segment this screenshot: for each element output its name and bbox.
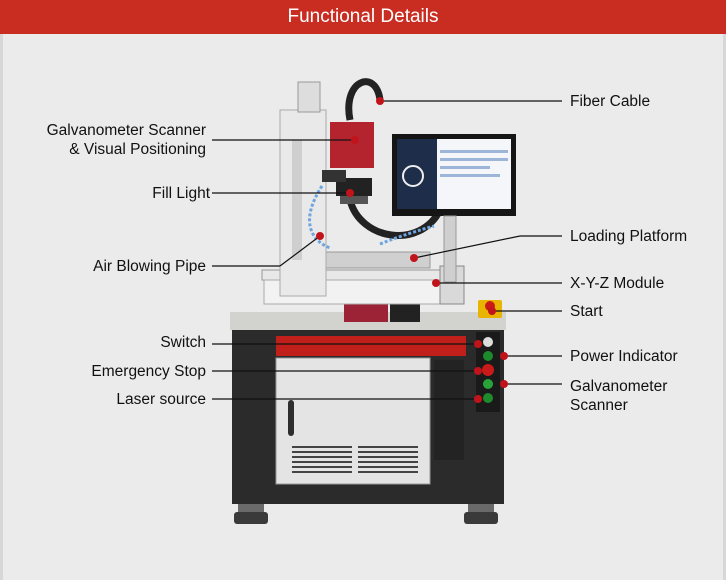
air-pipe-shape [308, 185, 331, 250]
label-power-indicator: Power Indicator [570, 348, 678, 365]
content-frame [0, 34, 726, 580]
page-title: Functional Details [0, 0, 726, 34]
callout-markers [316, 97, 508, 403]
label-switch: Switch [160, 334, 206, 351]
label-fiber-cable: Fiber Cable [570, 93, 651, 110]
monitor [392, 134, 516, 283]
label-fill-light: Fill Light [152, 185, 210, 202]
fiber-cable-shape [345, 78, 384, 121]
callout-lines [212, 100, 562, 400]
label-xyz-module: X-Y-Z Module [570, 275, 665, 292]
galvo-head [322, 122, 374, 204]
label-start: Start [570, 303, 603, 320]
xyz-module [261, 251, 465, 305]
label-galvanometer-scanner: Galvanometer Scanner [570, 378, 668, 414]
label-loading-platform: Loading Platform [570, 228, 688, 245]
label-emergency-stop: Emergency Stop [91, 363, 206, 380]
label-laser-source: Laser source [116, 391, 206, 408]
label-galvanometer-scanner-visual: Galvanometer Scanner & Visual Positionin… [46, 122, 206, 158]
label-air-blowing-pipe: Air Blowing Pipe [93, 258, 206, 275]
column [279, 81, 327, 297]
red-drawer [276, 336, 466, 356]
